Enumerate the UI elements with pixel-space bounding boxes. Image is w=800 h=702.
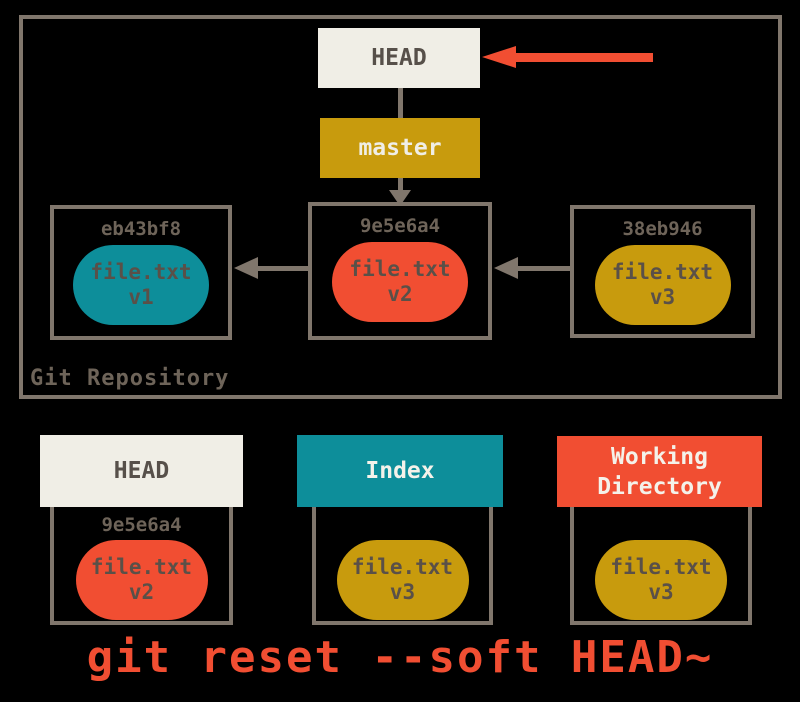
file-version: v2 xyxy=(128,580,155,604)
master-branch-label: master xyxy=(358,135,442,161)
parent-arrowhead-icon xyxy=(494,257,518,279)
commit-hash: 38eb946 xyxy=(622,218,703,240)
commit-box-eb43bf8: eb43bf8 file.txt v1 xyxy=(50,205,232,340)
file-name: file.txt xyxy=(351,555,454,579)
file-blob-v1: file.txt v1 xyxy=(73,245,209,325)
parent-arrowhead-icon xyxy=(234,257,258,279)
head-pointer-arrowhead-icon xyxy=(482,46,516,68)
file-version: v3 xyxy=(648,580,674,604)
working-directory-title: Working Directory xyxy=(597,443,722,500)
file-version: v1 xyxy=(128,285,154,309)
head-tree-title: HEAD xyxy=(113,458,170,484)
head-tree-box: 9e5e6a4 file.txt v2 xyxy=(50,500,233,625)
index-tree-box: file.txt v3 xyxy=(312,500,493,625)
file-blob-v3: file.txt v3 xyxy=(595,540,727,620)
file-name: file.txt xyxy=(90,260,192,284)
file-name: file.txt xyxy=(610,555,712,579)
file-name: file.txt xyxy=(349,257,451,281)
working-directory-tree-header: Working Directory xyxy=(557,436,762,507)
file-version: v3 xyxy=(649,285,676,309)
head-ref-node: HEAD xyxy=(318,28,480,88)
file-name: file.txt xyxy=(90,555,193,579)
working-directory-tree-box: file.txt v3 xyxy=(570,500,752,625)
head-to-master-connector xyxy=(398,88,403,118)
index-tree-header: Index xyxy=(297,435,503,507)
commit-box-38eb946: 38eb946 file.txt v3 xyxy=(570,205,755,338)
parent-arrow-shaft xyxy=(254,266,310,271)
file-blob-v3: file.txt v3 xyxy=(594,245,731,325)
git-repository-box xyxy=(19,15,782,399)
commit-hash: eb43bf8 xyxy=(100,218,182,240)
file-version: v2 xyxy=(387,282,413,306)
file-version: v3 xyxy=(389,580,416,604)
parent-arrow-shaft xyxy=(514,266,572,271)
file-name: file.txt xyxy=(611,260,714,284)
file-blob-v2: file.txt v2 xyxy=(332,242,468,322)
git-command-caption: git reset --soft HEAD~ xyxy=(86,632,714,683)
index-tree-title: Index xyxy=(365,458,435,484)
head-pointer-arrow-icon xyxy=(516,53,653,62)
head-ref-label: HEAD xyxy=(371,45,427,71)
file-blob-v3: file.txt v3 xyxy=(336,540,469,620)
git-repository-label: Git Repository xyxy=(30,366,230,391)
commit-box-9e5e6a4: 9e5e6a4 file.txt v2 xyxy=(308,202,492,340)
commit-hash: 9e5e6a4 xyxy=(359,215,441,237)
file-blob-v2: file.txt v2 xyxy=(75,540,208,620)
master-branch-node: master xyxy=(320,118,480,178)
head-tree-header: HEAD xyxy=(40,435,243,507)
master-to-commit-connector xyxy=(398,178,403,192)
tree-commit-hash: 9e5e6a4 xyxy=(101,514,182,536)
